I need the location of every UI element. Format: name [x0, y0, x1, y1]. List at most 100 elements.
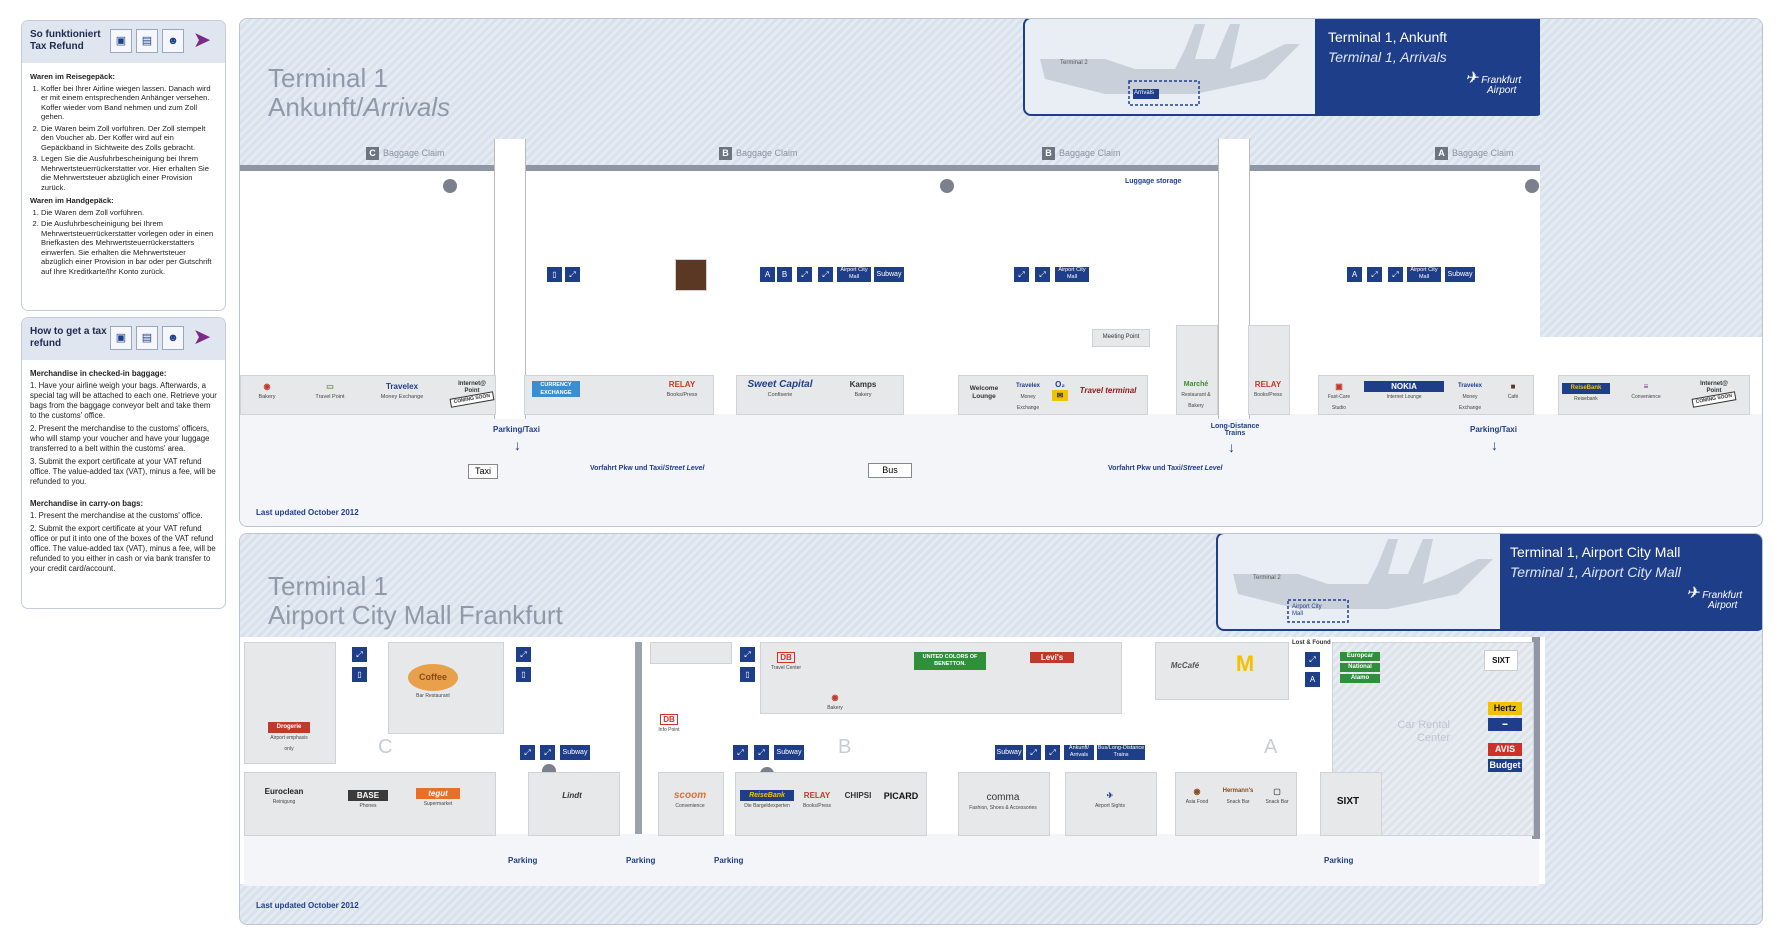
shop-name: Bakery	[258, 394, 276, 400]
tax-refund-box-en: How to get a tax refund ▣ ▤ ☻ ➤ Merchand…	[21, 317, 226, 609]
exit-arrow-icon: ↓	[1228, 439, 1235, 455]
claim-letter: A	[1435, 147, 1448, 160]
fast-care-shop: ▣ Fast-Care Studio	[1322, 381, 1356, 414]
shop-logo: Travelex	[1457, 383, 1483, 389]
claim-text: Baggage Claim	[1452, 148, 1514, 158]
escalator-sign-icon: ⤢	[1026, 745, 1041, 760]
arrivals-title-de: Ankunft/	[268, 92, 364, 122]
shop-name: Confiserie	[767, 392, 793, 398]
baggage-claim-wall	[240, 165, 1762, 171]
shop-logo: RELAY	[1254, 380, 1282, 389]
shop-logo: Internet@ Point	[1700, 381, 1728, 394]
claim-letter: B	[719, 147, 732, 160]
shop-block	[1065, 772, 1157, 836]
comma-shop: comma Fashion, Shoes & Accessories	[960, 792, 1046, 814]
national-logo: National	[1340, 663, 1380, 672]
arrivals-title-line1: Terminal 1	[268, 63, 388, 93]
luggage-icon: ▣	[110, 326, 132, 350]
cafe-logo-icon: ■	[1510, 382, 1516, 391]
shop-block	[1175, 772, 1297, 836]
chipsi-shop: CHIPSI	[840, 790, 876, 801]
elevator-sign-icon: ▯	[547, 267, 562, 282]
shop-logo: BASE	[348, 790, 388, 801]
escalator-sign-icon: ⤢	[1014, 267, 1029, 282]
hertz-logo: Hertz	[1488, 702, 1522, 715]
list-item: Koffer bei Ihrer Airline wiegen lassen. …	[41, 84, 217, 122]
db-info-point: DB Info Point	[654, 714, 684, 736]
shop-logo: CHIPSI	[844, 791, 872, 800]
escalator-sign-icon: ⤢	[352, 647, 367, 662]
inset-subtitle: Terminal 1, Airport City Mall	[1510, 564, 1681, 580]
claim-letter: B	[1042, 147, 1055, 160]
avis-logo: AVIS	[1488, 743, 1522, 756]
inset-map: Terminal 2 Airport City Mall	[1218, 534, 1500, 629]
internet-point-shop: Internet@ Point COMING SOON	[1691, 381, 1737, 408]
mall-walkway	[244, 834, 1539, 886]
inset-map: Terminal 2 Arrivals	[1025, 19, 1315, 114]
cafe-kiosk	[675, 259, 707, 291]
last-updated: Last updated October 2012	[256, 508, 359, 517]
shop-name: Money Exchange	[380, 394, 424, 400]
zone-a: A	[1264, 736, 1278, 758]
long-distance-trains-label: Long-Distance Trains	[1210, 423, 1260, 437]
customs-officer-icon: ☻	[162, 326, 184, 350]
subway-sign: Subway	[774, 745, 804, 760]
shop-name: Fast-Care Studio	[1327, 394, 1351, 411]
inset-title: Terminal 1, Airport City Mall	[1510, 544, 1681, 560]
shop-logo: Welcome Lounge	[969, 385, 999, 400]
shop-block	[240, 375, 496, 415]
airplane-icon: ➤	[192, 27, 212, 52]
section-heading: Merchandise in carry-on bags:	[30, 499, 144, 508]
terminal-outline-icon	[1040, 24, 1300, 106]
travelex-shop: Travelex Money Exchange	[380, 381, 424, 403]
bakery-shop: ◉ Bakery	[252, 381, 282, 403]
shop-logo: Hermann's	[1222, 788, 1254, 794]
list-item: 1. Have your airline weigh your bags. Af…	[30, 381, 217, 420]
shop-name: Info Point	[658, 727, 680, 733]
subway-sign: Subway	[995, 745, 1023, 760]
shop-name: Bakery	[827, 705, 843, 711]
shop-logo: ReiseBank	[740, 790, 794, 801]
o2-logo-icon: O₂	[1055, 380, 1065, 389]
customs-officer-icon: ☻	[162, 29, 184, 53]
escalator-sign-icon: ⤢	[733, 745, 748, 760]
travelex-shop: Travelex Money Exchange	[1010, 381, 1046, 414]
shop-logo: Kamps	[849, 380, 877, 389]
shop-name: Money Exchange	[1458, 394, 1482, 411]
list-item: Legen Sie die Ausfuhrbescheinigung bei I…	[41, 154, 217, 192]
travel-point-logo-icon: ▭	[326, 382, 334, 391]
relay-shop: RELAY Books/Press	[800, 790, 834, 812]
db-travel-center: DB Travel Center	[766, 652, 806, 674]
scoom-shop: scoom Convenience	[660, 790, 720, 812]
relay-shop: RELAY Books/Press	[662, 379, 702, 401]
list-item: 2. Submit the export certificate at your…	[30, 524, 216, 573]
airport-city-mall-sign: Airport City Mall	[1055, 267, 1089, 282]
zone-b: B	[838, 736, 852, 758]
shop-block	[528, 772, 620, 836]
arrivals-title-en: Arrivals	[363, 92, 451, 122]
shop-logo: comma	[986, 792, 1020, 803]
mall-wall	[1532, 637, 1540, 839]
reisebank-shop: ReiseBank Die Bargeldexperten	[740, 790, 794, 812]
brand-line1: Frankfurt	[1702, 590, 1743, 601]
tax-refund-icons-de: ▣ ▤ ☻ ➤	[110, 29, 216, 53]
shop-logo: Travelex	[1015, 383, 1041, 389]
list-item: Die Waren dem Zoll vorführen.	[41, 208, 217, 218]
shop-logo: tegut	[416, 788, 460, 799]
section-heading: Merchandise in checked-in baggage:	[30, 369, 167, 378]
exit-arrow-icon: ↓	[1491, 437, 1498, 453]
baggage-claim-a: A Baggage Claim	[1435, 147, 1514, 160]
nokia-shop: NOKIA Internet Lounge	[1364, 381, 1444, 403]
currency-exchange-shop: CURRENCY EXCHANGE	[532, 381, 580, 397]
tax-refund-title-de: So funktioniert Tax Refund	[30, 29, 101, 52]
budget-logo: Budget	[1488, 759, 1522, 772]
escalator-sign-icon: ⤢	[740, 647, 755, 662]
asia-food-shop: ◉ Asia Food	[1180, 786, 1214, 808]
shop-logo: Sweet Capital	[747, 379, 813, 390]
hertz-avis-budget: Hertz ▬ AVIS Budget	[1488, 702, 1522, 772]
convenience-shop: ≡ Convenience	[1624, 381, 1668, 403]
shop-logo: Levi's	[1030, 652, 1074, 663]
escalator-sign-icon: ⤢	[516, 647, 531, 662]
